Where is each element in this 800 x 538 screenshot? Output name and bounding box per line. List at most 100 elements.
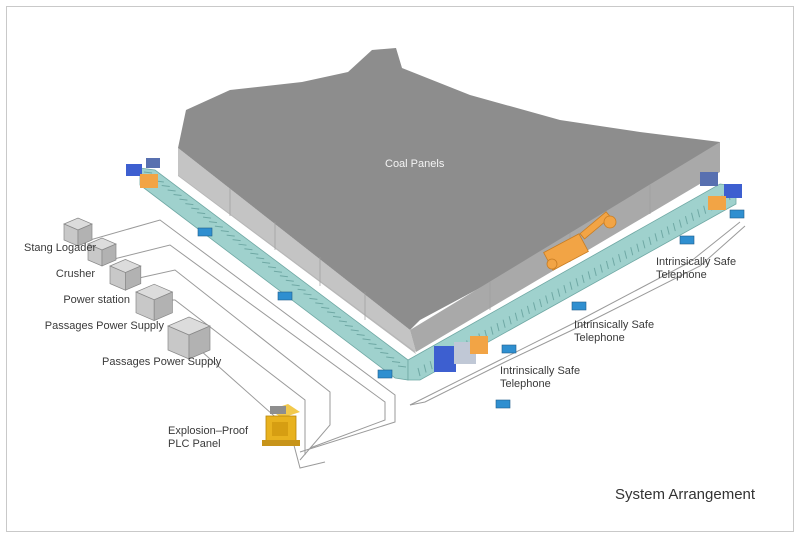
telephone-label-line: Telephone (656, 269, 707, 281)
conveyor-roller (557, 288, 561, 297)
diagram-caption: System Arrangement (615, 486, 756, 503)
plc-label-line: PLC Panel (168, 438, 221, 450)
equipment-box-side (153, 291, 173, 322)
conveyor-roller (563, 285, 567, 294)
conveyor-roller (624, 250, 628, 259)
telephone-label-line: Intrinsically Safe (574, 319, 655, 331)
gearbox-block (470, 336, 488, 354)
sensor-unit (679, 235, 695, 245)
equipment-box-side (77, 223, 93, 247)
conveyor-roller (297, 288, 306, 291)
conveyor-roller (508, 316, 512, 325)
gearbox-block (140, 174, 158, 188)
conveyor-roller (279, 275, 288, 278)
conveyor-roller (423, 364, 427, 373)
cable-line (129, 269, 331, 461)
conveyor-roller (599, 264, 603, 273)
conveyor-roller (587, 271, 591, 280)
drive-head-right (700, 172, 742, 210)
conveyor-roller (191, 207, 200, 210)
conveyor-roller (315, 302, 324, 305)
conveyor-roller (380, 351, 389, 354)
cable-line (409, 221, 741, 406)
cable-line (409, 225, 746, 406)
conveyor-roller (143, 171, 153, 174)
conveyor-roller (703, 205, 707, 214)
shearer-machine (543, 211, 617, 271)
conveyor-roller (520, 309, 524, 318)
conveyor-roller (179, 198, 188, 201)
conveyor-roller (161, 185, 170, 188)
shearer-arm (579, 211, 612, 240)
plc-base (262, 440, 300, 446)
conveyor-roller (691, 212, 695, 221)
telephone-label-line: Telephone (574, 332, 625, 344)
drive-head-left (126, 158, 160, 188)
conveyor-roller (429, 360, 433, 370)
conveyor-roller (630, 247, 634, 256)
conveyor-roller (309, 297, 318, 300)
conveyor-roller (526, 305, 530, 315)
coal-panels-block (178, 48, 720, 354)
conveyor-roller (362, 338, 371, 341)
conveyor-roller (238, 243, 247, 246)
conveyor-roller (208, 221, 218, 224)
conveyor-roller (244, 248, 253, 251)
motor-block (724, 184, 742, 198)
plc-panel (262, 404, 300, 446)
conveyor-roller (321, 306, 330, 309)
conveyor-roller (167, 189, 176, 192)
conveyor-roller (226, 234, 235, 237)
conveyor-roller (397, 365, 407, 368)
telephone-label: Intrinsically Safe Telephone (656, 256, 736, 282)
conveyor-roller (332, 315, 342, 318)
conveyor-roller (173, 194, 182, 197)
motor-block (126, 164, 142, 176)
conveyor-roller (338, 320, 347, 323)
conveyor-roller (386, 356, 395, 359)
cable-line (89, 219, 396, 453)
equipment-label-passages-power-supply: Passages Power Supply (44, 320, 164, 332)
conveyor-roller (417, 367, 421, 377)
sensor-unit (571, 301, 587, 311)
conveyor-roller (545, 295, 549, 304)
conveyor-roller (185, 203, 194, 206)
conveyor-roller (642, 240, 646, 249)
conveyor-roller (273, 270, 283, 273)
conveyor-roller (496, 323, 500, 332)
coal-left-face (178, 148, 416, 352)
equipment-box-side (125, 265, 142, 291)
conveyor-roller (262, 261, 271, 264)
conveyor-roller (666, 226, 670, 235)
telephone-label-line: Intrinsically Safe (656, 256, 737, 268)
conveyor-roller (581, 274, 585, 283)
conveyor-roller (697, 209, 701, 218)
conveyor-roller (678, 219, 682, 228)
conveyor-roller (267, 266, 277, 269)
plc-door (272, 422, 288, 436)
motor-block (434, 346, 456, 372)
conveyor-roller (327, 311, 336, 314)
conveyor-roller (612, 257, 615, 266)
equipment-label-stang-logader: Stang Logader (24, 242, 97, 254)
roadway-sensors (197, 209, 745, 409)
equipment-label-passages-power-supply: Passages Power Supply (102, 356, 222, 368)
conveyor-roller (256, 257, 265, 260)
gearbox-block (708, 196, 726, 210)
conveyor-roller (593, 267, 597, 277)
conveyor-roller (356, 333, 365, 336)
equipment-label-crusher: Crusher (55, 268, 95, 280)
conveyor-roller (303, 293, 312, 296)
conveyor-roller (214, 225, 223, 228)
motor-cap (146, 158, 160, 168)
conveyor-roller (569, 281, 573, 290)
conveyor-roller (539, 298, 543, 308)
right-conveyor (407, 183, 737, 381)
conveyor-roller (220, 230, 229, 233)
conveyor-roller (250, 252, 259, 255)
conveyor-roller (654, 233, 658, 242)
shearer-drum (546, 258, 558, 270)
conveyor-roller (374, 347, 383, 350)
conveyor-roller (605, 260, 609, 270)
